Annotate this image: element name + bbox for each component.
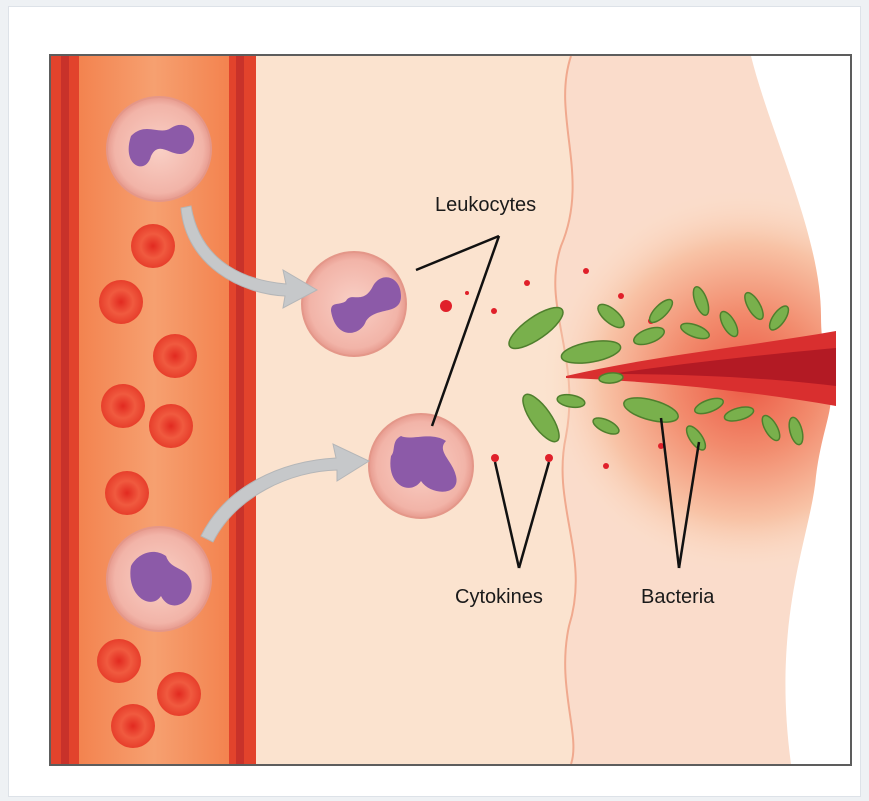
leukocyte-icon xyxy=(369,414,473,518)
vessel-wall-stripe xyxy=(61,56,69,764)
cytokine-dot-icon xyxy=(491,454,499,462)
red-blood-cell-icon xyxy=(149,404,193,448)
red-blood-cell-icon xyxy=(97,639,141,683)
cytokines-label: Cytokines xyxy=(455,586,543,609)
red-blood-cell-icon xyxy=(157,672,201,716)
leukocytes-label: Leukocytes xyxy=(435,194,536,217)
illustration-canvas xyxy=(51,56,850,764)
cytokine-dot-icon xyxy=(603,463,609,469)
figure-card: Leukocytes Cytokines Bacteria xyxy=(8,6,861,797)
cytokine-dot-icon xyxy=(583,268,589,274)
cytokine-dot-icon xyxy=(545,454,553,462)
cytokine-dot-icon xyxy=(524,280,530,286)
red-blood-cell-icon xyxy=(153,334,197,378)
cytokine-dot-icon xyxy=(465,291,469,295)
red-blood-cell-icon xyxy=(131,224,175,268)
red-blood-cell-icon xyxy=(99,280,143,324)
leukocyte-icon xyxy=(107,97,211,201)
bacteria-label: Bacteria xyxy=(641,586,714,609)
cytokine-dot-icon xyxy=(440,300,452,312)
red-blood-cell-icon xyxy=(101,384,145,428)
red-blood-cell-icon xyxy=(105,471,149,515)
leukocyte-icon xyxy=(107,527,211,631)
cytokine-dot-icon xyxy=(618,293,624,299)
vessel-wall-stripe xyxy=(236,56,244,764)
red-blood-cell-icon xyxy=(111,704,155,748)
leukocyte-icon xyxy=(302,252,406,356)
inflammation-illustration: Leukocytes Cytokines Bacteria xyxy=(49,54,852,766)
cytokine-dot-icon xyxy=(491,308,497,314)
